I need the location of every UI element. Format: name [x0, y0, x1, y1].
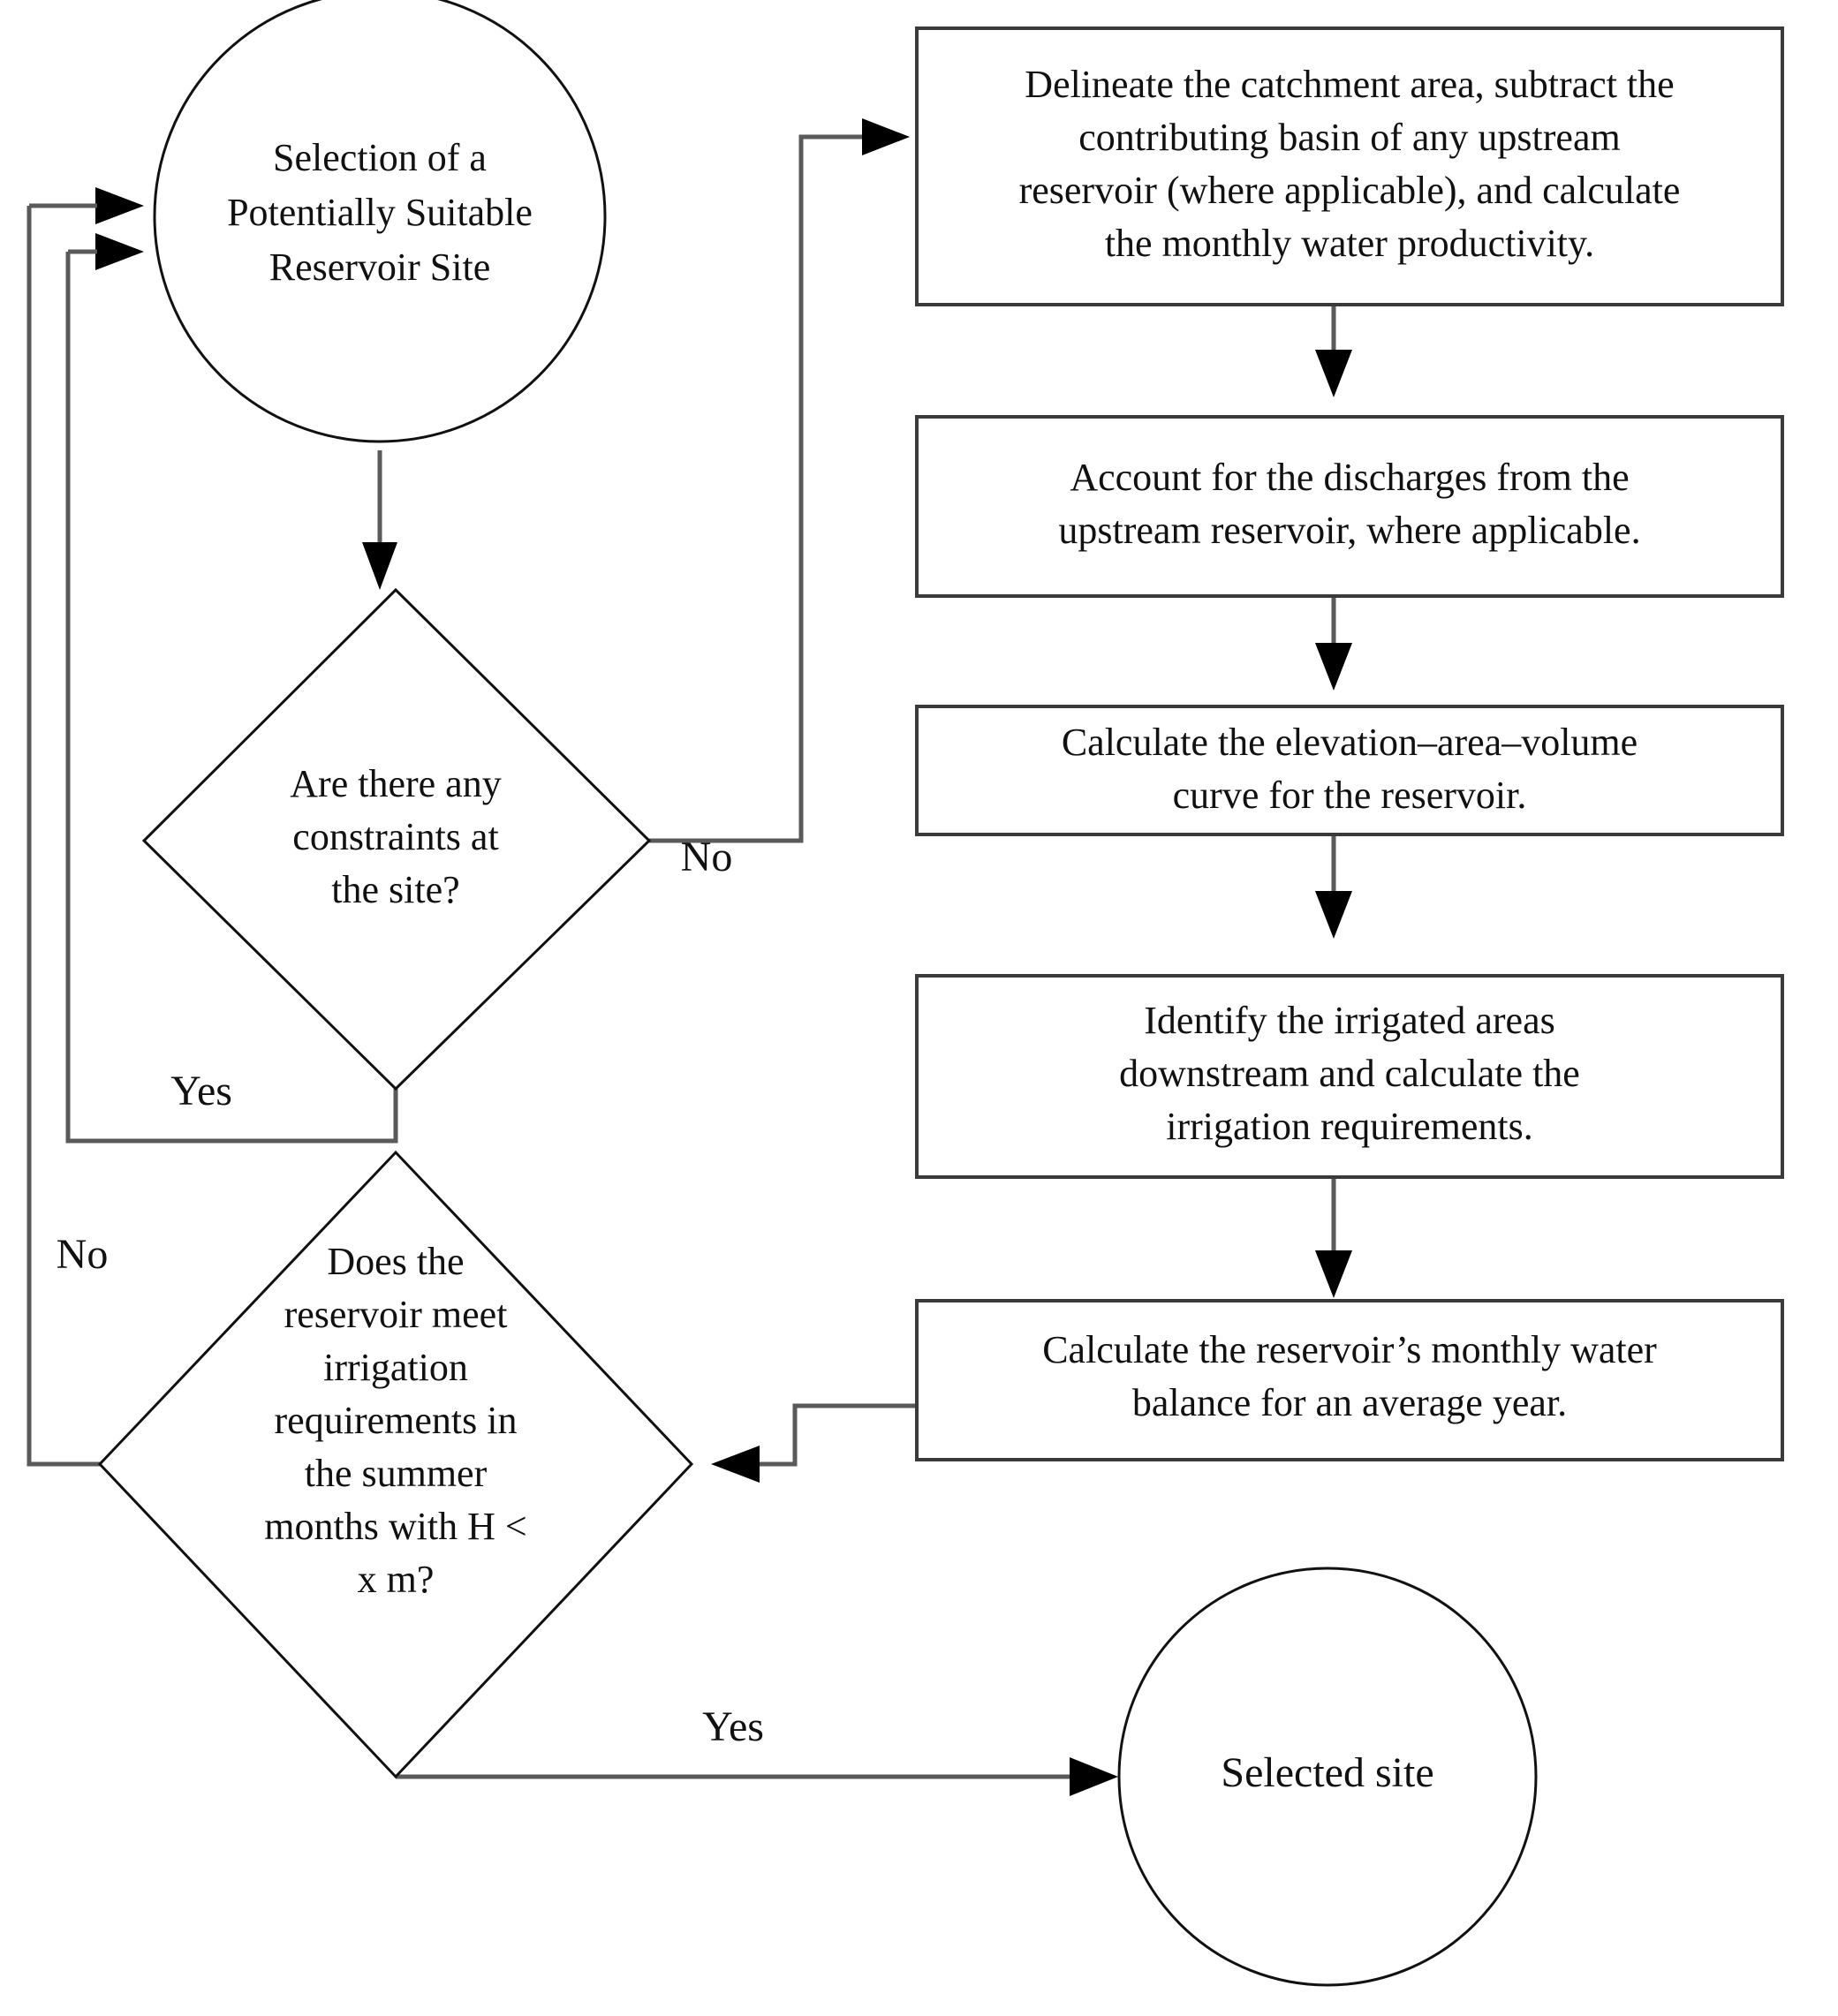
node-start-line-3: Reservoir Site [269, 245, 491, 289]
node-process-delineate-line-3: reservoir (where applicable), and calcul… [1019, 169, 1681, 212]
edge-label-irrigation-yes: Yes [702, 1703, 764, 1750]
arrowhead-water-balance-to-irrigation [711, 1446, 760, 1483]
node-process-eav-curve-line-2: curve for the reservoir. [1173, 774, 1527, 817]
arrowhead-discharges-to-eav [1315, 643, 1352, 691]
edge-label-irrigation-no: No [57, 1231, 109, 1278]
node-decision-irrigation-line-2: reservoir meet [284, 1293, 508, 1336]
arrowhead-constraints-yes-to-start [95, 233, 144, 270]
node-process-delineate-line-4: the monthly water productivity. [1105, 222, 1594, 265]
edge-label-constraints-yes: Yes [170, 1068, 232, 1114]
node-start-line-2: Potentially Suitable [227, 191, 533, 234]
edge-label-constraints-no: No [681, 834, 733, 880]
node-decision-irrigation-line-5: the summer [305, 1452, 488, 1495]
node-decision-irrigation-line-1: Does the [327, 1240, 464, 1283]
node-end-label: Selected site [1221, 1749, 1433, 1796]
node-process-water-balance-line-1: Calculate the reservoir’s monthly water [1042, 1328, 1657, 1371]
node-decision-irrigation-line-7: x m? [358, 1558, 435, 1601]
node-process-water-balance-line-2: balance for an average year. [1132, 1381, 1567, 1424]
arrowhead-constraints-no-to-delineate [862, 118, 910, 155]
arrowhead-irrigation-yes-to-end [1070, 1757, 1118, 1796]
node-process-irrigated-areas[interactable] [915, 974, 1784, 1179]
node-process-delineate-line-1: Delineate the catchment area, subtract t… [1025, 63, 1674, 106]
node-decision-irrigation-line-6: months with H < [264, 1505, 526, 1548]
arrowhead-start-to-constraints [362, 542, 397, 590]
node-process-delineate[interactable] [915, 26, 1784, 306]
node-decision-irrigation[interactable] [97, 1150, 694, 1779]
node-start-line-1: Selection of a [273, 136, 487, 179]
node-process-eav-curve[interactable] [915, 705, 1784, 836]
connector-constraints-yes-to-start [65, 252, 398, 1144]
node-decision-constraints-line-1: Are there any [290, 762, 501, 805]
node-decision-constraints[interactable] [141, 587, 652, 1091]
connector-irrigation-no-to-start [26, 206, 100, 1467]
node-process-irrigated-areas-line-2: downstream and calculate the [1119, 1052, 1580, 1095]
node-process-irrigated-areas-line-1: Identify the irrigated areas [1144, 999, 1554, 1042]
connector-constraints-no-to-delineate [649, 134, 883, 843]
arrowhead-irrigation-no-to-start [95, 187, 144, 224]
node-process-discharges[interactable] [915, 415, 1784, 598]
node-process-discharges-line-1: Account for the discharges from the [1070, 456, 1629, 499]
node-process-discharges-line-2: upstream reservoir, where applicable. [1058, 509, 1640, 552]
arrowhead-delineate-to-discharges [1315, 350, 1352, 397]
node-process-delineate-line-2: contributing basin of any upstream [1078, 116, 1620, 159]
node-process-eav-curve-line-1: Calculate the elevation–area–volume [1062, 721, 1638, 764]
node-start-circle[interactable] [153, 0, 607, 443]
node-process-water-balance[interactable] [915, 1299, 1784, 1461]
node-decision-constraints-line-2: constraints at [292, 815, 498, 858]
node-decision-irrigation-line-4: requirements in [275, 1399, 518, 1442]
connector-water-balance-to-irrigation [742, 1403, 917, 1467]
node-decision-irrigation-line-3: irrigation [323, 1346, 468, 1389]
node-decision-constraints-line-3: the site? [331, 868, 459, 911]
node-end-circle[interactable] [1117, 1567, 1538, 1987]
arrowhead-irrigated-areas-to-water-balance [1315, 1250, 1352, 1298]
node-process-irrigated-areas-line-3: irrigation requirements. [1166, 1105, 1532, 1148]
arrowhead-eav-to-irrigated-areas [1315, 891, 1352, 939]
